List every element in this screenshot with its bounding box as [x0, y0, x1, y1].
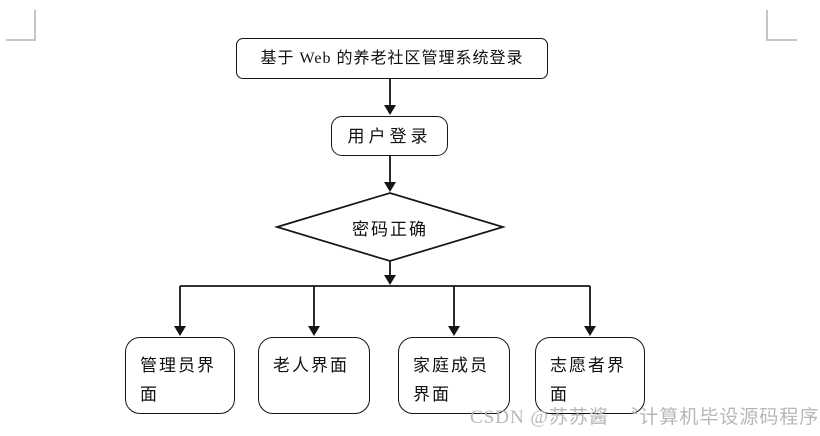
- flow-node-admin-interface: 管理员界面: [125, 337, 235, 414]
- flow-node-family-member-interface: 家庭成员界面: [398, 337, 510, 414]
- flow-node-user-login: 用户登录: [331, 116, 448, 156]
- arrowhead-decision-to-connector: [384, 275, 396, 285]
- flow-node-password-correct-label: 密码正确: [352, 219, 428, 239]
- arrowhead-branch-family: [448, 326, 460, 336]
- arrowhead-branch-volunteer: [584, 326, 596, 336]
- flow-node-volunteer-interface: 志愿者界面: [535, 337, 645, 414]
- flow-node-system-login-title: 基于 Web 的养老社区管理系统登录: [236, 38, 548, 79]
- arrowhead-branch-admin: [174, 326, 186, 336]
- page-margin-mark-top-right: [766, 10, 797, 41]
- arrowhead-title-to-login: [384, 105, 396, 115]
- flow-node-elder-interface: 老人界面: [258, 337, 370, 414]
- page-margin-mark-top-left: [6, 10, 36, 41]
- arrowhead-branch-elder: [308, 326, 320, 336]
- decision-diamond-shape: [274, 192, 506, 262]
- arrowhead-login-to-decision: [384, 182, 396, 192]
- csdn-watermark: CSDN @苏苏酱 〝计算机毕设源码程序: [470, 407, 820, 428]
